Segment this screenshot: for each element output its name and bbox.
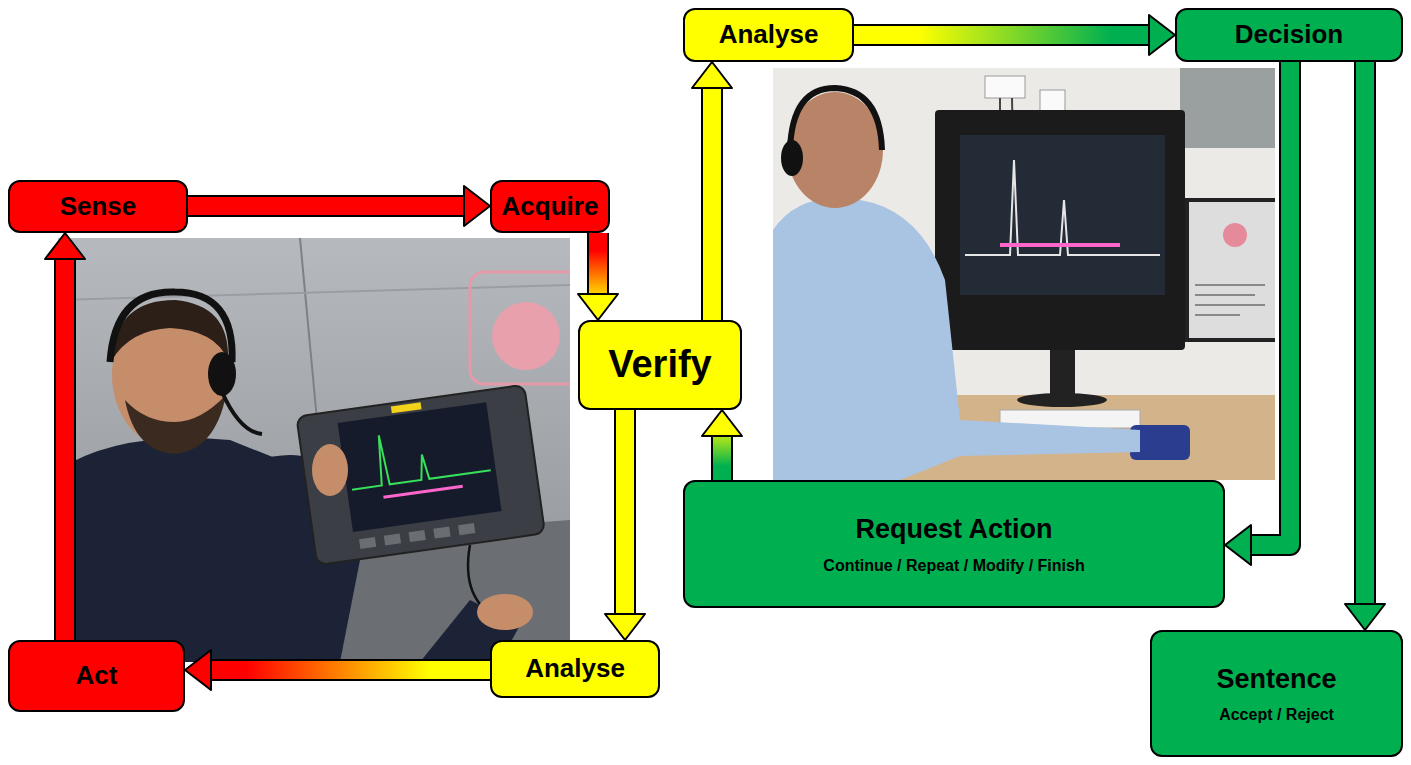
arrow-shaft xyxy=(188,197,465,215)
node-title: Analyse xyxy=(525,653,625,684)
screen-lines xyxy=(1195,285,1265,315)
headset-band xyxy=(790,88,882,150)
panel-seam xyxy=(58,285,570,300)
arrow-shaft xyxy=(1356,62,1374,605)
arrow-head xyxy=(702,410,742,436)
arrow-head xyxy=(1345,604,1385,630)
gate-bar xyxy=(1000,243,1120,247)
arrow-outline xyxy=(701,87,723,320)
arrow-shaft xyxy=(616,410,634,615)
headset-earcup xyxy=(781,140,803,176)
a-scan-trace xyxy=(345,421,491,490)
device-button xyxy=(384,533,401,545)
flow-arrow xyxy=(578,233,618,320)
arrow-head xyxy=(578,294,618,320)
node-title: Sense xyxy=(60,191,137,222)
arrow-outline xyxy=(711,435,733,480)
node-title: Sentence xyxy=(1216,663,1336,695)
device-screen xyxy=(338,402,502,532)
flow-arrow xyxy=(1345,62,1385,630)
second-monitor xyxy=(1187,200,1275,340)
monitor-stand xyxy=(1050,350,1075,398)
device-button xyxy=(433,526,450,538)
analyst-body xyxy=(773,198,1140,480)
flow-arrow xyxy=(45,233,85,640)
arrow-head xyxy=(1149,15,1175,55)
node-title: Act xyxy=(76,660,118,691)
monitor-base xyxy=(1017,393,1107,407)
arrow-shaft xyxy=(210,661,490,679)
headset-earcup xyxy=(208,352,236,396)
arrow-outline xyxy=(54,258,76,640)
arrow-outline xyxy=(210,659,490,681)
device-case xyxy=(296,385,545,566)
arrow-head xyxy=(185,650,211,690)
technician-hand xyxy=(312,444,348,496)
arrow-shaft xyxy=(1250,62,1290,545)
node-subtitle: Continue / Repeat / Modify / Finish xyxy=(823,556,1084,575)
device-button xyxy=(458,523,475,535)
arrow-head xyxy=(1225,525,1251,565)
monitor-screen xyxy=(960,135,1165,295)
arrow-outline xyxy=(587,233,609,295)
access-door-outline xyxy=(470,272,570,384)
node-title: Decision xyxy=(1235,19,1343,50)
process-box: Act xyxy=(8,640,185,712)
process-box: Acquire xyxy=(490,180,610,233)
node-title: Request Action xyxy=(855,513,1052,545)
screen-marking xyxy=(1223,223,1247,247)
a-scan-trace xyxy=(965,160,1160,255)
flow-arrow xyxy=(605,410,645,640)
arrow-outline xyxy=(614,410,636,615)
flaw-detector xyxy=(296,385,545,566)
arrow-shaft xyxy=(854,26,1150,44)
device-tag xyxy=(391,402,422,413)
node-title: Analyse xyxy=(719,19,819,50)
flow-arrow xyxy=(1225,62,1290,565)
technician-beard xyxy=(125,395,226,454)
arrow-head xyxy=(45,233,85,259)
flow-arrow xyxy=(692,62,732,320)
outcome-box: SentenceAccept / Reject xyxy=(1150,630,1403,757)
gate-bar xyxy=(383,486,462,497)
flow-arrow xyxy=(702,410,742,480)
decision-box: Decision xyxy=(1175,8,1403,62)
device-button xyxy=(409,530,426,542)
node-title: Verify xyxy=(608,342,712,388)
window xyxy=(1180,68,1275,148)
arrow-shaft xyxy=(589,233,607,295)
headset-mic xyxy=(222,392,262,434)
arrow-outline xyxy=(1354,62,1376,605)
flow-arrow xyxy=(188,186,490,226)
arrow-shaft xyxy=(56,258,74,640)
node-subtitle: Accept / Reject xyxy=(1219,705,1334,724)
technician-hand xyxy=(477,594,533,630)
flow-arrow xyxy=(185,650,490,690)
inspection-photo xyxy=(58,238,570,662)
headset-band xyxy=(110,292,232,362)
access-door-marking xyxy=(492,302,560,370)
arrow-outline xyxy=(188,195,465,217)
process-box: Analyse xyxy=(683,8,854,62)
wall-socket xyxy=(985,76,1025,98)
node-title: Acquire xyxy=(502,191,599,222)
arrow-head xyxy=(692,62,732,88)
verify-box: Verify xyxy=(578,320,742,410)
arrow-shaft xyxy=(703,87,721,320)
analysis-photo xyxy=(773,68,1275,480)
process-box: Analyse xyxy=(490,640,660,698)
arrow-outline xyxy=(854,24,1150,46)
monitor xyxy=(935,110,1185,350)
flow-arrow xyxy=(854,15,1175,55)
arrow-head xyxy=(464,186,490,226)
arrow-outline xyxy=(1250,62,1290,545)
aircraft-panel xyxy=(58,238,570,662)
arrow-head xyxy=(605,614,645,640)
process-box: Sense xyxy=(8,180,188,233)
device-button xyxy=(359,537,376,549)
arrow-shaft xyxy=(713,435,731,480)
action-box: Request ActionContinue / Repeat / Modify… xyxy=(683,480,1225,608)
